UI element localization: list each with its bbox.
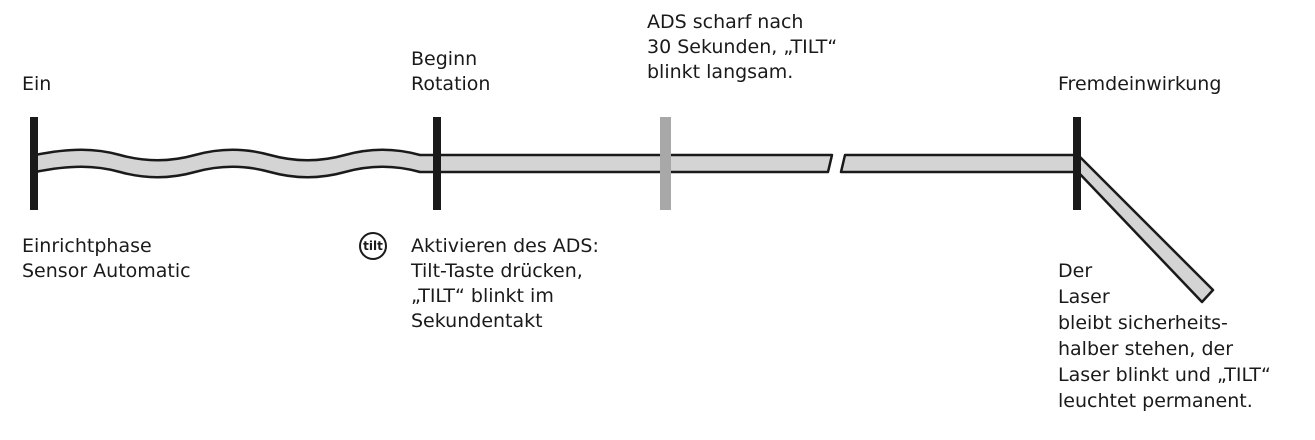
marker-fremdeinwirkung bbox=[1073, 117, 1081, 210]
rotation-band-segment-2 bbox=[839, 153, 1080, 174]
label-fremdeinwirkung: Fremdeinwirkung bbox=[1058, 73, 1222, 95]
label-ads-scharf: ADS scharf nach 30 Sekunden, „TILT“ blin… bbox=[647, 11, 838, 83]
label-aktivieren-ads: Aktivieren des ADS: Tilt-Taste drücken, … bbox=[411, 235, 599, 332]
label-beginn-rotation: Beginn Rotation bbox=[411, 48, 491, 95]
label-der-laser: Der Laser bleibt sicherheits- halber ste… bbox=[1058, 260, 1271, 412]
rotation-band-segment-1 bbox=[435, 153, 834, 174]
marker-ads-scharf bbox=[660, 117, 671, 210]
marker-beginn-rotation bbox=[433, 117, 441, 210]
label-ein: Ein bbox=[22, 73, 52, 95]
tilt-button-label: tilt bbox=[363, 239, 383, 253]
setup-phase-wave-band bbox=[33, 148, 439, 179]
tilt-button-icon: tilt bbox=[359, 232, 387, 260]
marker-ein bbox=[30, 117, 38, 210]
label-einrichtphase: Einrichtphase Sensor Automatic bbox=[22, 235, 191, 282]
